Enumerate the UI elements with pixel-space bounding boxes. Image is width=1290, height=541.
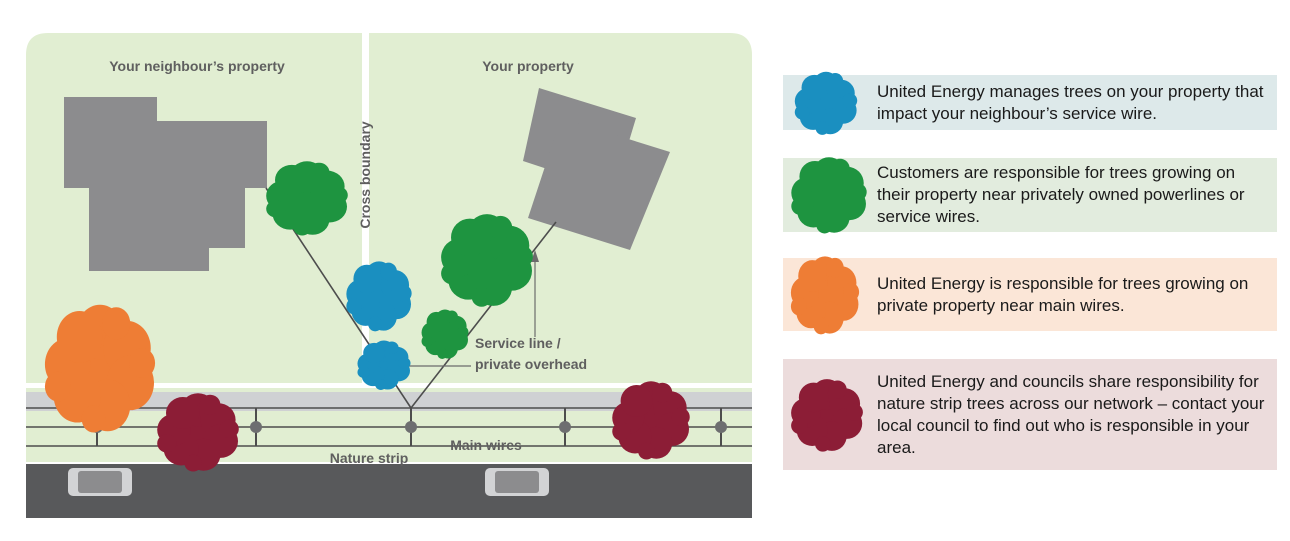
- neighbour-house: [64, 97, 267, 271]
- legend-text: United Energy and councils share respons…: [877, 371, 1265, 457]
- legend-text: Customers are responsible for trees grow…: [877, 163, 1245, 226]
- your-house: [523, 88, 670, 250]
- service-line-label-2: private overhead: [475, 356, 587, 372]
- orange-tree-icon: [790, 255, 860, 334]
- main-wires-label: Main wires: [450, 437, 522, 453]
- legend-text: United Energy is responsible for trees g…: [877, 273, 1249, 315]
- car: [68, 468, 132, 496]
- legend-text: United Energy manages trees on your prop…: [877, 81, 1264, 123]
- nature-strip-label: Nature strip: [330, 450, 409, 466]
- road: [26, 464, 752, 518]
- legend-item-orange: United Energy is responsible for trees g…: [783, 255, 1277, 334]
- pole: [559, 408, 571, 446]
- legend-item-blue: United Energy manages trees on your prop…: [783, 71, 1277, 135]
- service-line-arrow: [531, 250, 539, 337]
- green-tree-icon: [791, 157, 867, 234]
- legend-item-green: Customers are responsible for trees grow…: [783, 157, 1277, 234]
- pole: [715, 408, 727, 446]
- your-property-label: Your property: [482, 58, 574, 74]
- car: [485, 468, 549, 496]
- cross-boundary-label: Cross boundary: [357, 121, 373, 229]
- pole: [405, 408, 417, 446]
- service-line-label: Service line /: [475, 335, 561, 351]
- neighbour-property-label: Your neighbour’s property: [109, 58, 285, 74]
- property-boundary-line: [362, 33, 369, 387]
- maroon-tree-icon: [791, 378, 863, 452]
- blue-tree-icon: [794, 71, 858, 135]
- pole: [250, 408, 262, 446]
- legend-item-maroon: United Energy and councils share respons…: [783, 359, 1277, 470]
